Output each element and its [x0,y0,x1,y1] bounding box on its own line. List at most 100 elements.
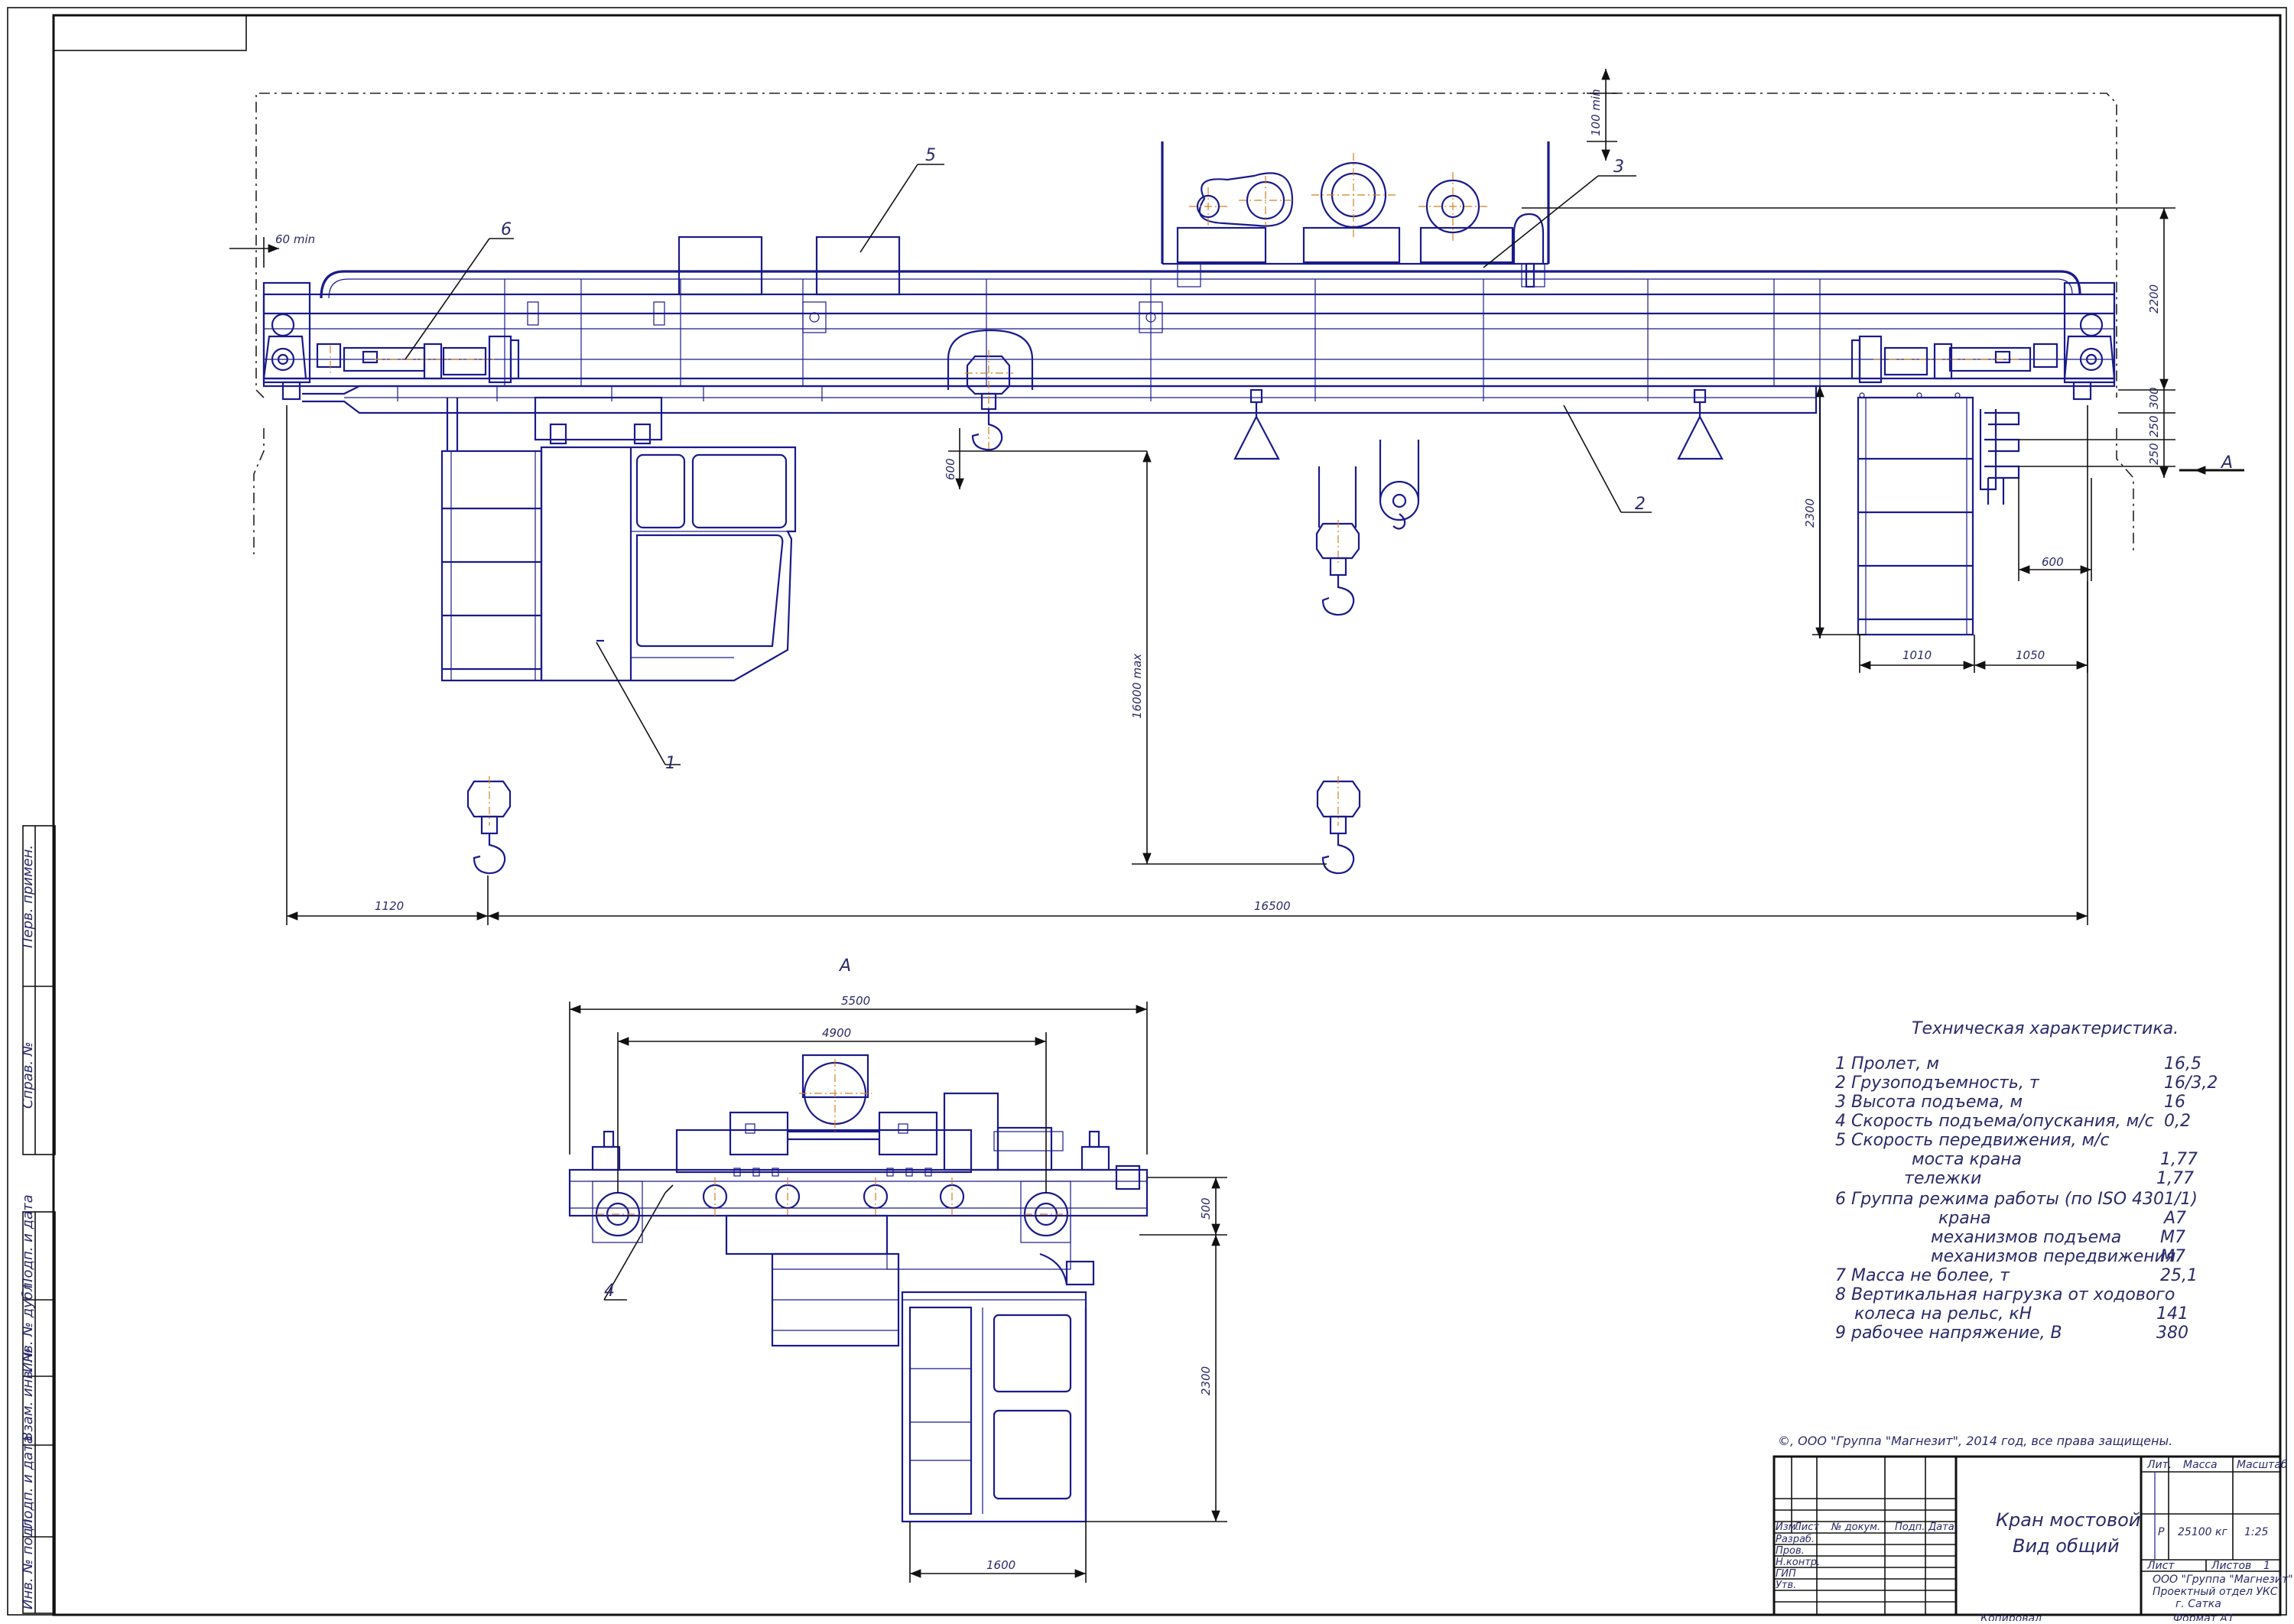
tb-row-utv: Утв. [1776,1580,1796,1591]
side-stamp-inv-dubl: Инв. № дубл. [20,1278,36,1372]
tb-col-doc: № докум. [1831,1522,1880,1533]
section-marker-a: A [2220,453,2233,473]
dim-60min: 60 min [275,232,315,246]
spec-row-3-label: 3 Высота подъема, м [1835,1093,2023,1112]
footer-copied: Копировал [1980,1613,2042,1621]
spec-row-15-label: 9 рабочее напряжение, В [1835,1324,2062,1343]
title-block: Изм. Лист № докум. Подп. Дата Разраб. Пр… [1772,1455,2293,1616]
spec-row-4-value: 0,2 [2164,1112,2191,1131]
spec-row-10-value: М7 [2160,1228,2185,1247]
specs-heading: Техническая характеристика. [1912,1019,2179,1038]
dim-16000: 16000 max [1130,654,1144,719]
spec-row-14-label: колеса на рельс, кН [1854,1304,2032,1324]
tb-sheets-label: Листов [2211,1560,2251,1572]
side-stamp-podp1: Подп. и дата [20,1194,36,1288]
dim-2200: 2200 [2147,284,2161,313]
dim-1010: 1010 [1902,648,1932,662]
tb-scale-header: Масштаб [2237,1459,2288,1471]
spec-row-12-label: 7 Масса не более, т [1835,1266,2010,1285]
tb-row-nkontr: Н.контр. [1776,1557,1820,1568]
tb-row-gip: ГИП [1776,1568,1796,1580]
dim-2300-side: 2300 [1199,1366,1213,1395]
dim-250b: 250 [2147,443,2161,465]
electrical-cabinets [677,235,901,296]
callout-6: 6 [501,220,512,239]
dim-4900: 4900 [822,1026,851,1040]
right-ladder [1818,386,2020,638]
spec-row-1-label: 1 Пролет, м [1835,1054,1939,1073]
dim-250a: 250 [2147,415,2161,437]
spec-row-11-value: М7 [2160,1247,2185,1266]
copyright-note: ©, ООО "Группа "Магнезит", 2014 год, все… [1778,1434,2172,1448]
drawing-title-line2: Вид общий [2013,1535,2120,1557]
side-stamp-inv-podl: Инв. № подл. [20,1515,36,1609]
spec-row-13-label: 8 Вертикальная нагрузка от ходового [1835,1285,2175,1304]
operator-cabin [440,396,797,682]
dim-500: 500 [1199,1197,1213,1220]
bridge-lamps [1233,388,1724,460]
callout-leaders: 1 2 3 4 5 6 [405,146,1652,1301]
spec-row-3-value: 16 [2164,1093,2185,1112]
main-view-dimensions: 100 min 60 min 2200 300 250 250 A 600 16… [229,69,2244,925]
side-stamp: Перв. примен. Справ. № Подп. и дата Инв.… [20,825,56,1614]
spec-row-5-label: 5 Скорость передвижения, м/с [1835,1131,2110,1150]
tb-scale-value: 1:25 [2244,1526,2269,1538]
tb-sheet-label: Лист [2146,1560,2175,1572]
tb-lit-value: Р [2158,1526,2165,1538]
tb-sheets-value: 1 [2263,1560,2270,1572]
spec-row-6-value: 1,77 [2160,1150,2198,1169]
bridge-girder [262,263,2116,414]
tb-org-line2: Проектный отдел УКС [2153,1586,2278,1598]
dim-600-right: 600 [2042,555,2064,569]
spec-row-7-label: тележки [1904,1169,1981,1188]
sheet-frame [7,7,2287,1616]
right-end-truck [1850,281,2116,401]
left-end-truck [262,281,520,401]
callout-2: 2 [1635,495,1646,514]
tb-mass-value: 25100 кг [2178,1526,2227,1538]
tb-col-list: Лист [1793,1522,1819,1533]
spec-row-8-label: 6 Группа режима работы (по ISO 4301/1) [1835,1190,2198,1209]
tb-col-date: Дата [1928,1522,1954,1533]
callout-5: 5 [925,146,936,165]
spec-row-9-label: крана [1938,1209,1991,1228]
side-view-a: A [568,957,1149,1523]
spec-row-1-value: 16,5 [2164,1054,2201,1073]
view-label-a: A [838,957,851,976]
dim-600-hook: 600 [944,458,957,480]
footer-format: Формат А1 [2173,1613,2234,1621]
callout-1: 1 [665,754,676,773]
spec-row-14-value: 141 [2156,1304,2188,1324]
tb-row-prov: Пров. [1776,1545,1805,1557]
dim-2300-ladder: 2300 [1803,499,1817,528]
side-view-dimensions: 5500 4900 500 2300 1600 [569,994,1227,1583]
tb-org-line1: ООО "Группа "Магнезит" [2153,1574,2293,1586]
spec-row-9-value: А7 [2162,1209,2186,1228]
spec-row-12-value: 25,1 [2160,1266,2198,1285]
spec-row-4-label: 4 Скорость подъема/опускания, м/с [1835,1112,2154,1131]
tb-lit-header: Лит. [2146,1459,2172,1471]
spec-row-2-label: 2 Грузоподъемность, т [1835,1073,2040,1093]
spec-row-15-value: 380 [2156,1324,2188,1343]
side-stamp-perv: Перв. примен. [20,845,36,948]
clearance-envelope [253,93,2134,554]
callout-4: 4 [604,1281,615,1301]
dim-300: 300 [2147,387,2161,409]
tb-mass-header: Масса [2183,1459,2218,1471]
side-stamp-podp2: Подп. и дата [20,1435,36,1529]
side-stamp-sprav: Справ. № [20,1041,36,1109]
drawing-title-line1: Кран мостовой [1996,1509,2140,1531]
side-stamp-vzam: Взам. инв. № [20,1348,36,1441]
callout-3: 3 [1613,158,1624,177]
dim-100min: 100 min [1589,89,1603,136]
dim-5500: 5500 [841,994,870,1008]
dim-1120: 1120 [375,899,404,913]
spec-row-6-label: моста крана [1912,1150,2022,1169]
dim-1050: 1050 [2016,648,2045,662]
trolley [1161,141,1550,288]
spec-row-2-value: 16/3,2 [2164,1073,2218,1093]
dim-16500: 16500 [1254,899,1291,913]
spec-row-10-label: механизмов подъема [1931,1228,2121,1247]
